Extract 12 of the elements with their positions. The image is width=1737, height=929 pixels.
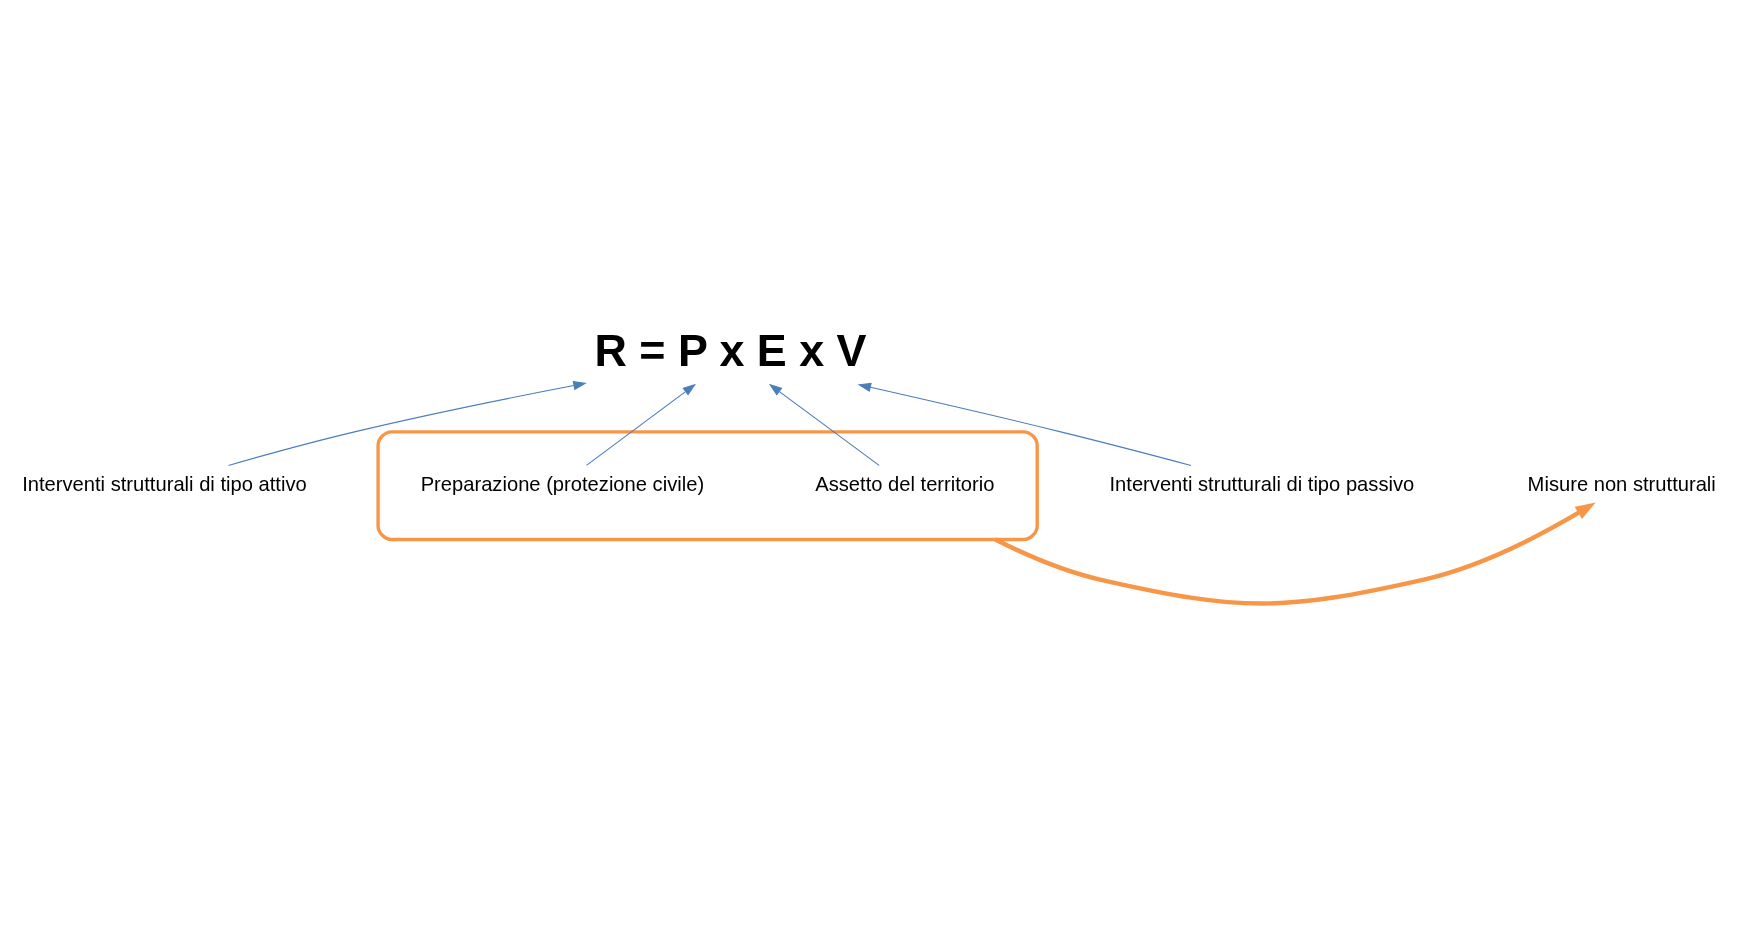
cluster: [376, 429, 1039, 541]
node-text: Interventi strutturali di tipo attivo: [22, 472, 307, 495]
node-text: R = P x E x V: [594, 324, 867, 376]
node-text: Misure non strutturali: [1527, 472, 1716, 495]
arrow: [585, 383, 697, 466]
arrow: [994, 501, 1596, 606]
arrow: [857, 382, 1192, 466]
arrow: [227, 380, 587, 466]
arrow: [768, 383, 880, 466]
node-text: Assetto del territorio: [815, 472, 995, 495]
node-text: Preparazione (protezione civile): [420, 472, 705, 495]
node-text: Interventi strutturali di tipo passivo: [1109, 472, 1415, 495]
